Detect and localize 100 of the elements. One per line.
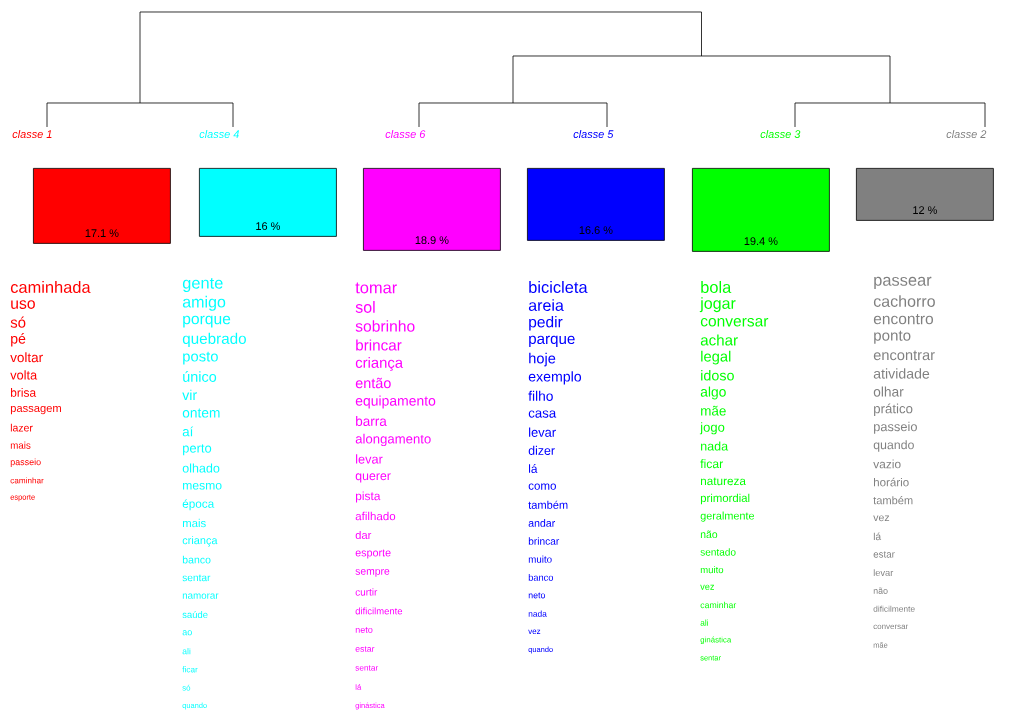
term-label: perto bbox=[183, 444, 212, 456]
term-label: vez bbox=[700, 584, 714, 590]
term-label: não bbox=[873, 587, 888, 594]
term-label: conversar bbox=[700, 318, 769, 327]
term-label: idoso bbox=[701, 370, 734, 381]
term-label: como bbox=[528, 483, 556, 490]
term-label: neto bbox=[355, 627, 373, 633]
term-label: horário bbox=[874, 477, 909, 487]
term-label: sempre bbox=[355, 569, 390, 577]
term-label: levar bbox=[873, 569, 894, 576]
class-label: classe 6 bbox=[385, 129, 426, 138]
term-label: ponto bbox=[874, 330, 911, 344]
term-label: ficar bbox=[700, 459, 723, 469]
term-label: saúde bbox=[182, 610, 208, 618]
term-label: sentado bbox=[700, 548, 736, 556]
term-label: alongamento bbox=[355, 433, 431, 447]
term-label: areia bbox=[528, 299, 564, 311]
term-label: único bbox=[183, 371, 217, 382]
term-label: mais bbox=[10, 441, 31, 449]
term-label: lá bbox=[529, 464, 538, 473]
term-label: nada bbox=[528, 610, 547, 617]
term-label: posto bbox=[183, 351, 218, 365]
term-label: só bbox=[10, 316, 26, 328]
term-label: muito bbox=[700, 566, 724, 574]
term-label: muito bbox=[528, 555, 552, 563]
term-label: prático bbox=[874, 403, 913, 416]
term-label: gente bbox=[182, 277, 223, 292]
term-label: natureza bbox=[701, 477, 746, 486]
term-label: banco bbox=[182, 555, 211, 564]
term-label: brisa bbox=[10, 388, 37, 397]
term-label: passeio bbox=[874, 421, 917, 434]
term-label: caminhar bbox=[10, 477, 44, 484]
term-label: sol bbox=[355, 301, 375, 313]
term-label: barra bbox=[356, 416, 387, 426]
class-bar: 16.6 % bbox=[527, 168, 665, 241]
term-label: casa bbox=[528, 410, 557, 418]
class-label: classe 1 bbox=[12, 129, 52, 138]
term-label: mãe bbox=[701, 405, 726, 416]
term-label: criança bbox=[182, 536, 218, 547]
term-label: legal bbox=[701, 350, 731, 365]
term-label: achar bbox=[700, 334, 738, 346]
term-label: parque bbox=[529, 335, 575, 348]
term-label: hoje bbox=[529, 352, 556, 367]
term-label: brincar bbox=[528, 537, 560, 545]
term-label: afilhado bbox=[355, 511, 396, 521]
term-label: mais bbox=[182, 518, 206, 528]
term-label: amigo bbox=[182, 295, 226, 311]
term-label: sentar bbox=[182, 574, 211, 582]
class-label: classe 5 bbox=[573, 129, 614, 138]
class-label: classe 4 bbox=[199, 129, 239, 138]
term-label: volta bbox=[10, 370, 38, 380]
term-label: encontrar bbox=[873, 350, 935, 361]
term-label: também bbox=[873, 496, 913, 505]
term-label: estar bbox=[873, 551, 895, 558]
class-bar: 19.4 % bbox=[692, 168, 830, 252]
term-label: curtir bbox=[355, 588, 378, 596]
term-label: dificilmente bbox=[873, 605, 915, 612]
term-label: filho bbox=[528, 390, 553, 401]
term-label: caminhar bbox=[700, 601, 737, 609]
term-label: geralmente bbox=[700, 511, 755, 522]
term-label: passagem bbox=[10, 405, 61, 415]
term-label: brincar bbox=[356, 339, 402, 351]
term-label: ali bbox=[700, 619, 708, 626]
term-label: criança bbox=[355, 357, 404, 371]
term-label: pé bbox=[11, 333, 26, 347]
term-label: banco bbox=[528, 574, 554, 581]
term-label: querer bbox=[355, 473, 391, 483]
class-bar: 17.1 % bbox=[33, 168, 171, 244]
term-label: quebrado bbox=[182, 332, 246, 347]
term-label: também bbox=[528, 500, 568, 509]
class-label: classe 2 bbox=[946, 129, 987, 138]
class-label: classe 3 bbox=[760, 129, 801, 138]
term-label: dizer bbox=[528, 445, 555, 455]
term-label: sentar bbox=[355, 665, 379, 671]
term-label: jogo bbox=[699, 422, 725, 435]
term-label: ali bbox=[182, 647, 191, 655]
term-label: dar bbox=[355, 530, 372, 540]
term-label: pista bbox=[355, 491, 381, 503]
term-label: andar bbox=[528, 519, 556, 527]
term-label: levar bbox=[529, 427, 556, 437]
term-label: neto bbox=[528, 592, 546, 599]
term-label: passear bbox=[874, 276, 932, 290]
term-label: pedir bbox=[529, 316, 563, 331]
term-label: olhado bbox=[182, 463, 220, 473]
term-label: lá bbox=[873, 532, 882, 541]
term-label: vez bbox=[873, 515, 890, 522]
term-label: bola bbox=[701, 280, 732, 293]
term-label: lazer bbox=[10, 423, 33, 432]
term-label: algo bbox=[700, 386, 726, 400]
term-label: uso bbox=[11, 300, 35, 309]
term-label: esporte bbox=[355, 549, 391, 559]
term-label: então bbox=[355, 377, 391, 389]
term-label: sobrinho bbox=[355, 320, 415, 332]
term-label: ao bbox=[182, 630, 192, 636]
term-label: levar bbox=[356, 454, 383, 464]
term-label: atividade bbox=[873, 368, 930, 379]
term-label: época bbox=[182, 499, 215, 511]
term-label: encontro bbox=[873, 314, 934, 325]
term-label: aí bbox=[182, 426, 194, 437]
term-label: primordial bbox=[700, 493, 750, 505]
